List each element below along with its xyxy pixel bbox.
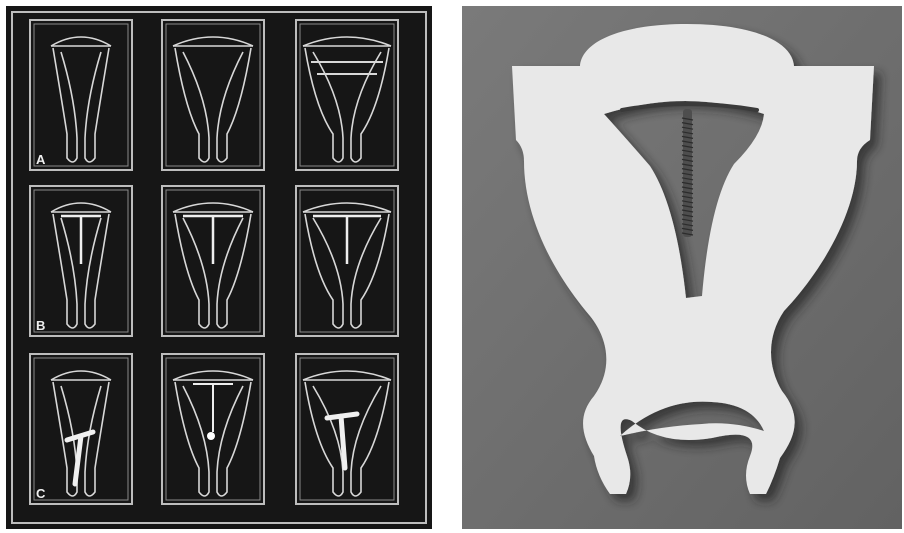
photo-model-svg <box>462 6 902 529</box>
diagram-grid-panel: A B C <box>6 6 432 529</box>
row-letter-b: B <box>36 318 45 333</box>
diagram-grid-svg: A B C <box>6 6 432 529</box>
row-letter-a: A <box>36 152 46 167</box>
photo-model-panel <box>462 6 902 529</box>
device-marker <box>207 432 215 440</box>
row-letter-c: C <box>36 486 46 501</box>
